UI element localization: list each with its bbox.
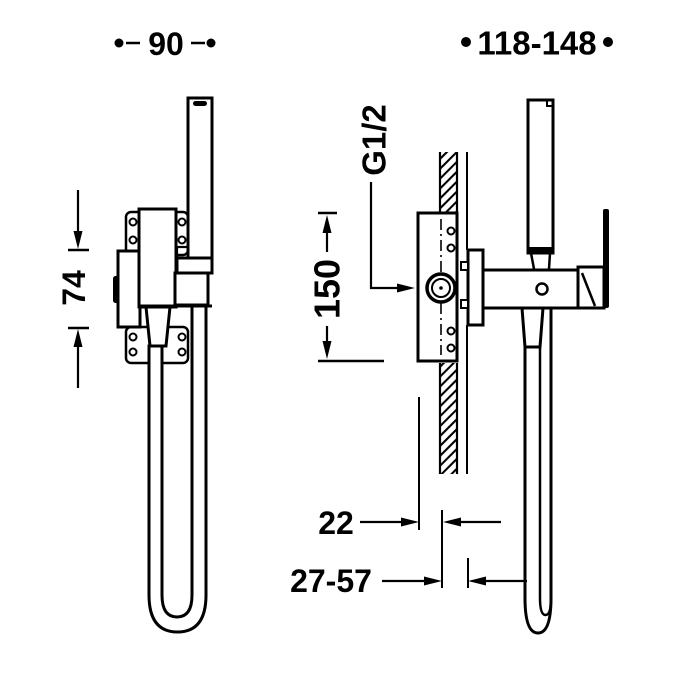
screw-hole bbox=[128, 235, 138, 245]
screw-hole bbox=[177, 332, 187, 342]
hose-side bbox=[523, 306, 553, 635]
dim-label-150: 150 bbox=[307, 259, 348, 319]
front-view bbox=[113, 96, 214, 634]
hose-connector-block bbox=[173, 271, 210, 307]
dim-dot bbox=[206, 38, 216, 48]
arrowhead-right bbox=[424, 576, 442, 586]
bracket-step-lines bbox=[175, 245, 188, 258]
dim-width-90: 90 bbox=[114, 26, 216, 62]
side-view bbox=[416, 98, 609, 635]
arrowhead-up bbox=[322, 215, 332, 233]
spout-screw bbox=[535, 282, 549, 296]
escutcheon-tab bbox=[460, 299, 469, 309]
shower-bottom-band bbox=[528, 247, 553, 253]
escutcheon-tab bbox=[460, 261, 469, 271]
handle-base-diagonal bbox=[580, 272, 597, 307]
arrowhead-up bbox=[73, 329, 83, 347]
dim-projection: 118-148 bbox=[461, 25, 613, 62]
g12-center-dot bbox=[439, 286, 443, 290]
arrowhead-down bbox=[73, 231, 83, 249]
dim-dot bbox=[114, 38, 124, 48]
wall-edges-top bbox=[438, 152, 459, 213]
leader-line bbox=[369, 182, 398, 290]
screw-hole bbox=[446, 243, 456, 253]
arrowhead-left bbox=[443, 517, 461, 527]
callout-g12: G1/2 bbox=[356, 104, 415, 293]
wall-hatch-bottom bbox=[440, 363, 457, 474]
mixer-body-front bbox=[137, 207, 178, 309]
dim-height-150: 150 bbox=[307, 211, 384, 363]
wall-edges-bottom bbox=[438, 363, 459, 474]
hose-outlet-cone bbox=[144, 305, 172, 348]
screw-hole bbox=[446, 226, 456, 236]
dim-label-74: 74 bbox=[56, 270, 92, 306]
dim-depth-27-57: 27-57 bbox=[290, 563, 527, 599]
hand-shower-front bbox=[186, 96, 214, 260]
hose-outlet-cone-side bbox=[520, 306, 545, 349]
dim-label-118-148: 118-148 bbox=[477, 25, 596, 62]
wall-hatch-top bbox=[440, 152, 457, 213]
shower-top-slot bbox=[193, 101, 207, 106]
extension-lines bbox=[418, 397, 469, 588]
shower-top-notch bbox=[546, 100, 553, 107]
screw-hole bbox=[177, 217, 187, 227]
lever-handle bbox=[603, 209, 609, 308]
valve-side-body bbox=[116, 249, 142, 329]
hand-shower-side bbox=[526, 98, 555, 255]
dim-label-27-57: 27-57 bbox=[290, 563, 372, 599]
hose-side-inner-line bbox=[538, 347, 553, 617]
spout-body bbox=[481, 268, 582, 310]
screw-hole bbox=[128, 332, 138, 342]
screw-hole bbox=[446, 326, 456, 336]
dim-height-74: 74 bbox=[56, 190, 92, 388]
screw-hole bbox=[128, 347, 138, 357]
dim-label-22: 22 bbox=[318, 505, 354, 541]
screw-hole bbox=[177, 347, 187, 357]
arrowhead-left bbox=[468, 576, 486, 586]
dim-dot bbox=[461, 37, 471, 47]
shower-bracket bbox=[175, 256, 214, 275]
dim-dot bbox=[603, 37, 613, 47]
dim-label-g12: G1/2 bbox=[356, 104, 393, 176]
arrowhead-right bbox=[401, 517, 419, 527]
dim-depth-22: 22 bbox=[318, 505, 501, 541]
shower-holder-lines bbox=[529, 252, 552, 270]
side-tab bbox=[113, 276, 119, 303]
escutcheon bbox=[466, 248, 485, 327]
screw-hole bbox=[446, 343, 456, 353]
arrowhead-right bbox=[397, 283, 415, 293]
screw-hole bbox=[177, 235, 187, 245]
dim-label-90: 90 bbox=[148, 26, 184, 62]
arrowhead-down bbox=[322, 341, 332, 359]
screw-hole bbox=[128, 217, 138, 227]
